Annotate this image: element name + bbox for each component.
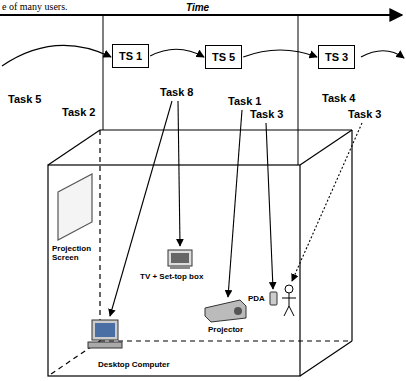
task-label: Task 1 <box>228 95 261 108</box>
time-divider <box>298 15 299 165</box>
task-arrows <box>110 101 362 316</box>
flow-arrow <box>243 50 317 57</box>
device-label: Projection Screen <box>52 244 114 262</box>
task-label: Task 8 <box>160 86 193 99</box>
tv-icon <box>168 250 192 269</box>
time-slot-box: TS 3 <box>318 45 355 69</box>
time-slot-box: TS 5 <box>205 45 242 69</box>
room <box>48 130 352 376</box>
time-slot-label: TS 1 <box>119 50 142 62</box>
caption-fragment: e of many users. <box>2 1 68 13</box>
task-label: Task 2 <box>62 106 95 119</box>
flow-in <box>2 45 111 66</box>
time-slot-box: TS 1 <box>112 44 149 68</box>
device-label: Desktop Computer <box>98 360 170 369</box>
time-divider <box>103 15 104 130</box>
device-label: Projector <box>208 325 243 334</box>
time-axis <box>0 14 402 16</box>
desktop-icon <box>88 320 122 348</box>
projection-screen-icon <box>58 174 92 240</box>
person-figure <box>282 285 296 316</box>
task-label: Task 3 <box>348 108 381 121</box>
flow-arrow <box>150 49 204 57</box>
task-label: Task 4 <box>322 92 355 105</box>
flow-out <box>361 51 404 58</box>
time-slot-label: TS 5 <box>212 51 235 63</box>
task-label: Task 3 <box>250 108 283 121</box>
axis-label: Time <box>186 2 209 14</box>
task-label: Task 5 <box>8 93 41 106</box>
device-label: PDA <box>248 294 265 303</box>
pda-icon <box>270 292 277 305</box>
time-slot-label: TS 3 <box>325 51 348 63</box>
device-label: TV + Set-top box <box>140 272 203 281</box>
projector-icon <box>205 300 246 322</box>
